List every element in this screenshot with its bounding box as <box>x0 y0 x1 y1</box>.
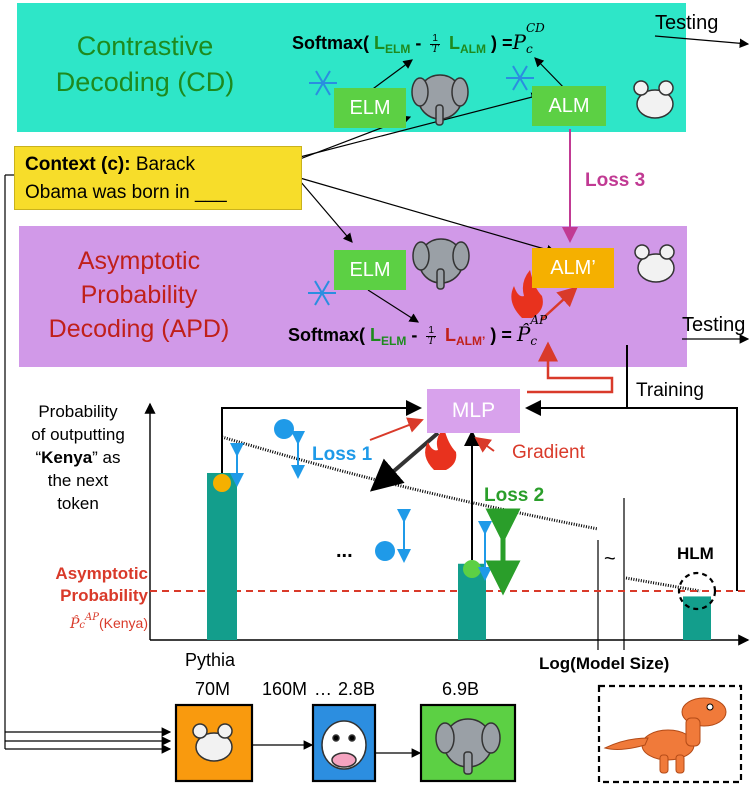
loss1-label: Loss 1 <box>312 444 373 465</box>
bar-hlm <box>683 596 711 640</box>
apd-title: Asymptotic Probability Decoding (APD) <box>48 247 230 343</box>
cd-alm-box: ALM <box>532 86 606 126</box>
dino-frame <box>597 684 743 784</box>
bar-70m <box>207 472 237 640</box>
elephant-icon-apd <box>412 238 470 290</box>
flame-icons <box>425 270 543 470</box>
apd-elm-box: ELM <box>334 250 406 290</box>
mouse-icon-cd <box>633 80 674 119</box>
model-label-dots: … <box>314 679 332 699</box>
cd-elm-box: ELM <box>334 88 406 128</box>
cd-testing-label: Testing <box>655 12 719 34</box>
mouse-icon-apd <box>634 244 675 283</box>
apd-alm-box: ALM’ <box>532 248 614 288</box>
snowflake-icons <box>308 65 534 306</box>
axis-break-tilde: ~ <box>604 548 616 570</box>
hlm-label: HLM <box>677 544 714 563</box>
model-label-2.8b: 2.8B <box>338 679 376 699</box>
model-label-160m: 160M <box>262 679 308 699</box>
model-label-70m: 70M <box>195 679 231 699</box>
gradient-label: Gradient <box>512 442 585 463</box>
ellipsis-mark: ... <box>336 540 353 562</box>
bar-dot-6.9b <box>463 560 481 578</box>
x-axis-label: Log(Model Size) <box>539 654 670 673</box>
apd-testing-label: Testing <box>682 314 746 336</box>
dinosaur-icon <box>603 697 727 774</box>
asymptotic-label: Asymptotic Probability P̂cAP(Kenya) <box>55 564 148 632</box>
loss2-label: Loss 2 <box>484 485 545 506</box>
y-axis-label: Probability of outputting “Kenya” as the… <box>31 402 125 513</box>
cd-title: Contrastive Decoding (CD) <box>55 31 235 97</box>
elephant-icon-cd <box>411 74 469 126</box>
model-label-pythia: Pythia <box>185 650 236 670</box>
training-label: Training <box>636 380 704 401</box>
mlp-box: MLP <box>427 389 520 433</box>
model-label-6.9b: 6.9B <box>442 679 480 699</box>
bar-dot-70m <box>213 474 231 492</box>
loss3-label: Loss 3 <box>585 170 646 191</box>
hlm-circle <box>677 571 717 611</box>
